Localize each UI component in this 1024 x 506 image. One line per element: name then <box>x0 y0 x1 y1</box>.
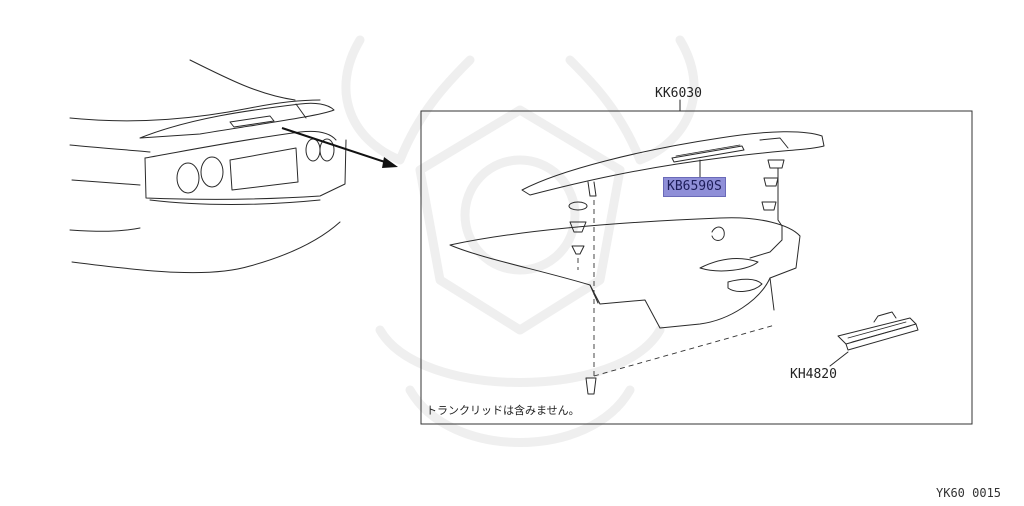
pointer-arrow <box>281 127 398 168</box>
exclusion-note: トランクリッドは含みません。 <box>426 404 580 417</box>
trunk-lid <box>449 217 801 329</box>
watermark-emblem <box>341 35 699 447</box>
figure-code: YK60 0015 <box>936 486 1002 500</box>
rear-spoiler <box>521 131 825 197</box>
high-mount-brake-light <box>829 311 919 367</box>
part-label-kb6590s[interactable]: KB6590S <box>663 177 726 197</box>
detail-frame <box>420 110 973 425</box>
fasteners <box>568 159 785 395</box>
part-label-kk6030[interactable]: KK6030 <box>655 86 702 101</box>
car-rear-view <box>69 59 347 274</box>
part-label-kh4820[interactable]: KH4820 <box>790 367 837 382</box>
